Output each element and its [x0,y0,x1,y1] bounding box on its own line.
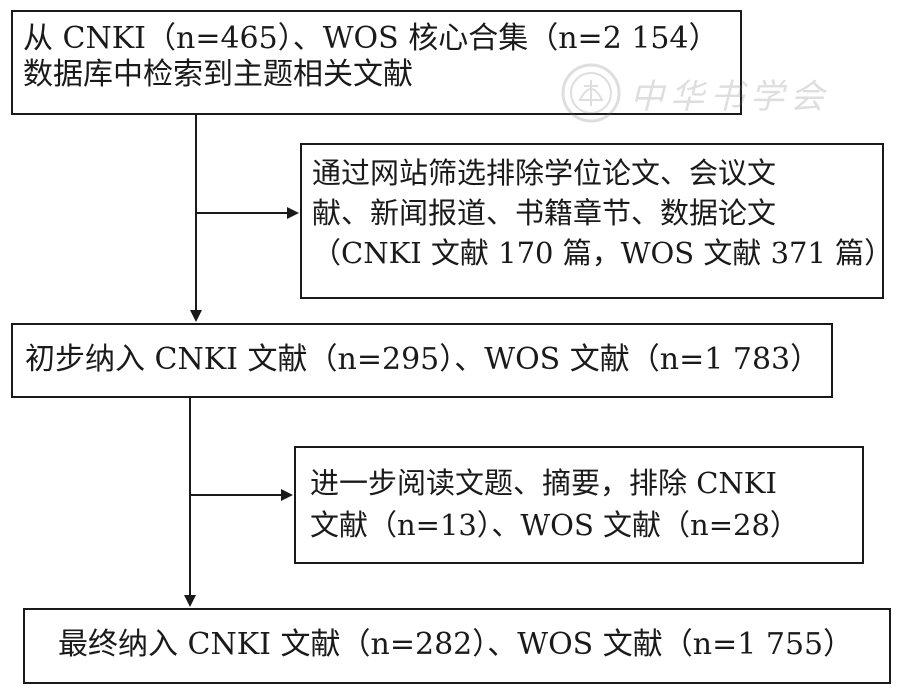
final-included-box: 最终纳入 CNKI 文献（n=282）、WOS 文献（n=1 755） [23,608,891,684]
watermark: 中华书学会 [560,62,830,124]
excluded-type-line-2: 献、新闻报道、书籍章节、数据论文 [312,196,777,230]
initial-included-box: 初步纳入 CNKI 文献（n=295）、WOS 文献（n=1 783） [11,323,833,398]
excluded-by-type-box: 通过网站筛选排除学位论文、会议文 献、新闻报道、书籍章节、数据论文 （CNKI … [300,143,894,299]
final-included-line-1: 最终纳入 CNKI 文献（n=282）、WOS 文献（n=1 755） [58,627,854,662]
watermark-text: 中华书学会 [630,76,830,117]
identified-line-2: 数据库中检索到主题相关文献 [23,57,413,92]
excluded-abstract-line-2: 文献（n=13）、WOS 文献（n=28） [310,508,799,542]
excluded-type-line-3: （CNKI 文献 170 篇，WOS 文献 371 篇） [312,236,894,270]
identified-records-box: 从 CNKI（n=465）、WOS 核心合集（n=2 154） 数据库中检索到主… [11,10,742,115]
excluded-by-abstract-box: 进一步阅读文题、摘要，排除 CNKI 文献（n=13）、WOS 文献（n=28） [294,446,864,564]
excluded-abstract-line-1: 进一步阅读文题、摘要，排除 CNKI [310,466,777,500]
excluded-type-line-1: 通过网站筛选排除学位论文、会议文 [312,156,777,190]
identified-line-1: 从 CNKI（n=465）、WOS 核心合集（n=2 154） [23,21,719,56]
seal-icon [561,63,621,123]
initial-included-line-1: 初步纳入 CNKI 文献（n=295）、WOS 文献（n=1 783） [25,342,821,377]
